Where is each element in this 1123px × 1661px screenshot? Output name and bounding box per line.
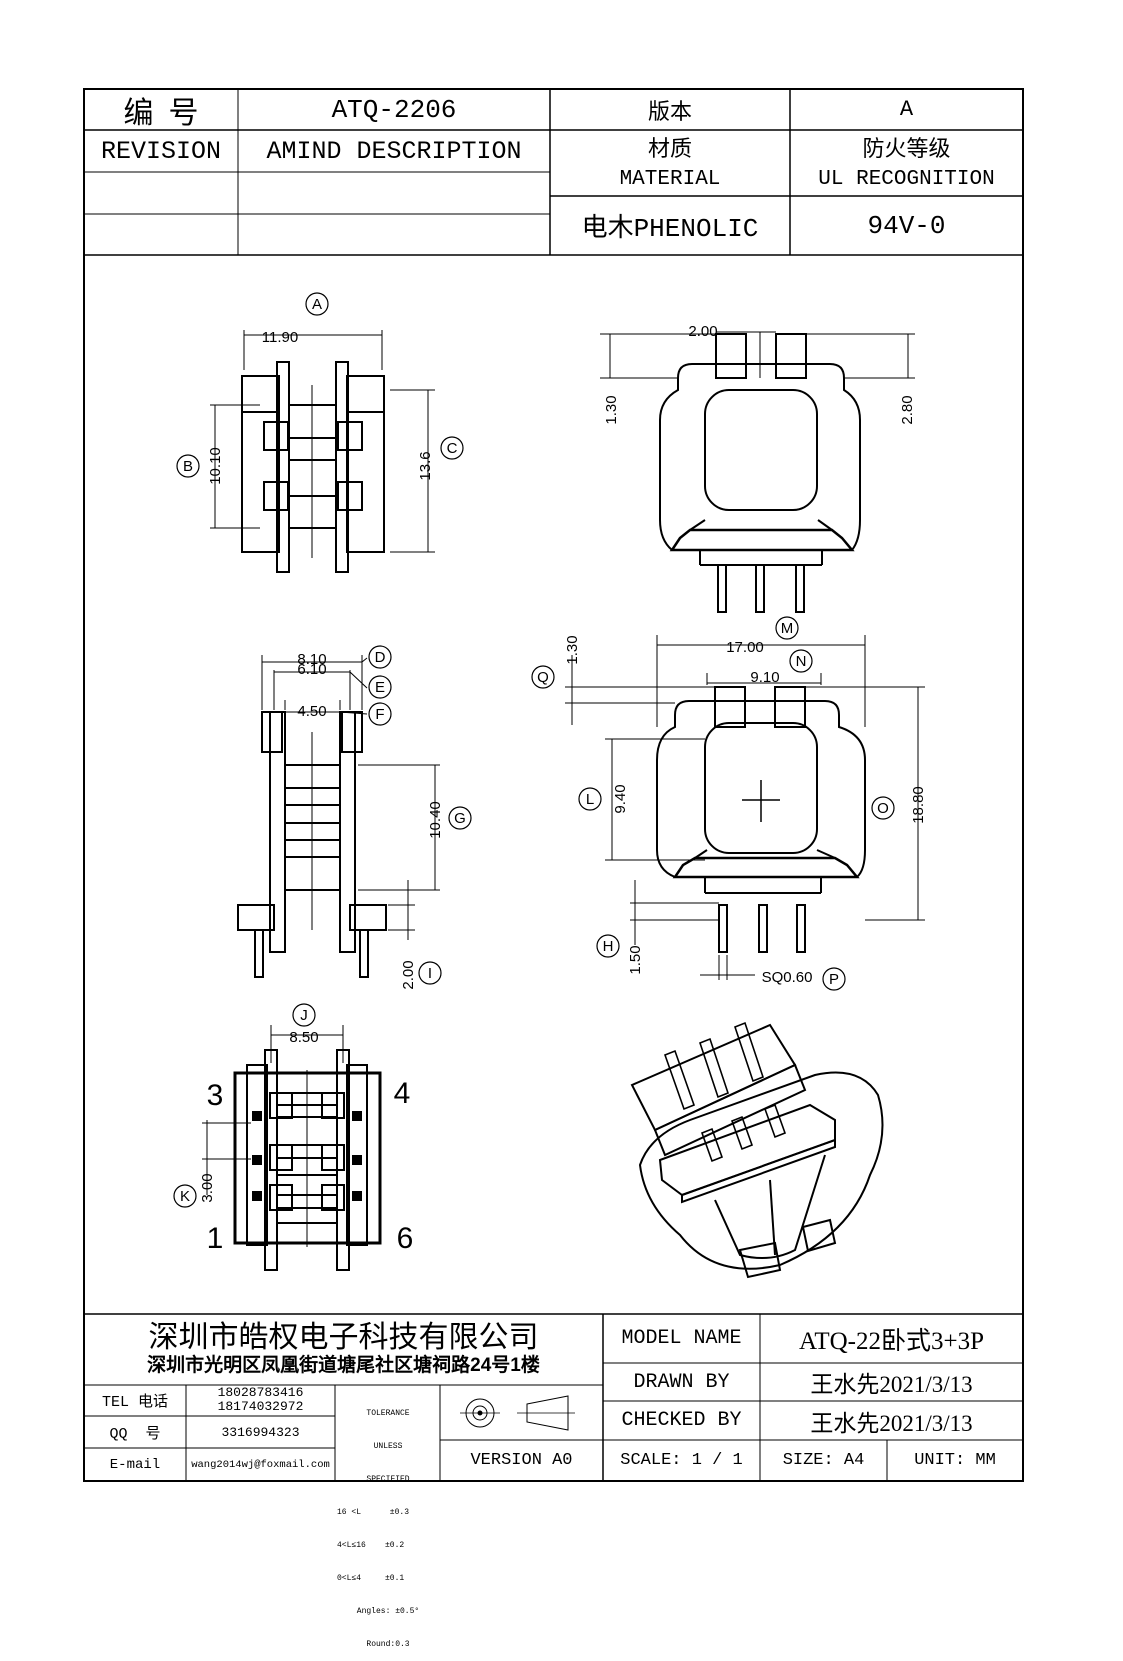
number-label: 编 号 bbox=[123, 96, 199, 130]
model-name-value: ATQ-22卧式3+3P bbox=[799, 1327, 984, 1355]
dim-top-right-height: 2.80 bbox=[899, 395, 916, 424]
tolerance-line-2: 4<L≤16 ±0.2 bbox=[337, 1541, 405, 1550]
tolerance-block: TOLERANCE UNLESS SPECIFIED 16 <L ±0.3 4<… bbox=[337, 1386, 439, 1649]
pin-3-label: 3 bbox=[207, 1079, 224, 1112]
company-name: 深圳市皓权电子科技有限公司 bbox=[148, 1321, 539, 1354]
part-number: ATQ-2206 bbox=[331, 94, 457, 125]
callout-L: L bbox=[586, 791, 594, 808]
callout-I: I bbox=[428, 965, 432, 982]
tolerance-angles: Angles: ±0.5° bbox=[356, 1607, 420, 1616]
drawn-by-label: DRAWN BY bbox=[633, 1370, 730, 1394]
dim-M-value: 17.00 bbox=[726, 639, 764, 656]
scale-label: SCALE: 1 / 1 bbox=[620, 1451, 743, 1470]
pin-6-label: 6 bbox=[397, 1222, 414, 1255]
material-label-en: MATERIAL bbox=[619, 167, 721, 191]
callout-B: B bbox=[183, 458, 193, 475]
dim-I-value: 2.00 bbox=[400, 960, 417, 989]
tolerance-line-3: 0<L≤4 ±0.1 bbox=[337, 1574, 405, 1583]
callout-Q: Q bbox=[537, 669, 549, 686]
ul-label-en: UL RECOGNITION bbox=[818, 167, 995, 191]
company-address: 深圳市光明区凤凰街道塘尾社区塘祠路24号1楼 bbox=[147, 1354, 540, 1376]
callout-A: A bbox=[312, 296, 322, 313]
qq-label: QQ 号 bbox=[109, 1425, 161, 1443]
unit-label: UNIT: MM bbox=[914, 1451, 996, 1470]
email-value: wang2014wj@foxmail.com bbox=[191, 1458, 330, 1471]
dim-top-width: 2.00 bbox=[688, 323, 717, 340]
revision-label: REVISION bbox=[100, 136, 222, 166]
callout-K: K bbox=[180, 1188, 190, 1205]
ul-label-cn: 防火等级 bbox=[862, 136, 951, 161]
dim-Q-value: 1.30 bbox=[564, 635, 581, 664]
model-name-label: MODEL NAME bbox=[621, 1327, 742, 1350]
dim-H-value: 1.50 bbox=[627, 945, 644, 974]
size-label: SIZE: A4 bbox=[782, 1451, 865, 1470]
checked-by-label: CHECKED BY bbox=[621, 1409, 742, 1432]
dim-F-value: 4.50 bbox=[297, 703, 326, 720]
amind-description-label: AMIND DESCRIPTION bbox=[266, 136, 522, 166]
tel-value-1: 18028783416 bbox=[217, 1385, 304, 1400]
callout-F: F bbox=[375, 706, 384, 723]
front-view-top: 2.00 1.30 2.80 bbox=[600, 323, 916, 613]
version-value: A bbox=[899, 97, 914, 122]
side-view: 11.90 10.10 13.6 A B C bbox=[176, 292, 464, 573]
checked-by-value: 王水先2021/3/13 bbox=[810, 1410, 973, 1436]
bottom-pin-view: 8.50 3.00 J K 3 4 1 6 bbox=[173, 1003, 414, 1271]
tolerance-round: Round:0.3 bbox=[366, 1640, 410, 1649]
callout-C: C bbox=[447, 440, 458, 457]
tolerance-unless: UNLESS bbox=[373, 1442, 403, 1451]
dim-D-value: 8.10 bbox=[297, 651, 326, 668]
dim-top-left-height: 1.30 bbox=[603, 395, 620, 424]
dim-L-value: 9.40 bbox=[612, 784, 629, 813]
version-label-footer: VERSION A0 bbox=[470, 1451, 573, 1470]
callout-M: M bbox=[781, 620, 794, 637]
ul-value: 94V-0 bbox=[867, 210, 946, 241]
dim-C-value: 13.6 bbox=[417, 451, 434, 480]
tolerance-title: TOLERANCE bbox=[366, 1409, 410, 1418]
dim-N-value: 9.10 bbox=[750, 669, 779, 686]
callout-H: H bbox=[603, 938, 614, 955]
pin-4-label: 4 bbox=[394, 1077, 411, 1110]
dim-J-value: 8.50 bbox=[289, 1029, 318, 1046]
tel-label: TEL 电话 bbox=[101, 1394, 168, 1411]
dim-G-value: 10.40 bbox=[427, 801, 444, 839]
tel-value-2: 18174032972 bbox=[217, 1399, 304, 1414]
front-view-main: 17.00 9.10 1.30 18.80 9.40 1.50 SQ0.60 M… bbox=[531, 616, 927, 991]
dim-O-value: 18.80 bbox=[910, 786, 927, 824]
material-label-cn: 材质 bbox=[647, 136, 692, 161]
middle-side-view: 8.10 6.10 4.50 10.40 2.00 D E F G I bbox=[237, 645, 472, 990]
email-label: E-mail bbox=[109, 1456, 161, 1473]
tel-values: 18028783416 18174032972 bbox=[186, 1386, 335, 1416]
dim-P-value: SQ0.60 bbox=[762, 969, 813, 986]
version-label: 版本 bbox=[647, 98, 692, 124]
dim-B-value: 10.10 bbox=[207, 447, 224, 485]
callout-N: N bbox=[796, 653, 807, 670]
tolerance-line-1: 16 <L ±0.3 bbox=[337, 1508, 410, 1517]
isometric-view bbox=[630, 1021, 884, 1279]
drawing-frame bbox=[83, 88, 1024, 1482]
callout-D: D bbox=[375, 649, 386, 666]
dim-A-value: 11.90 bbox=[262, 329, 298, 346]
pin-1-label: 1 bbox=[207, 1222, 224, 1255]
qq-value: 3316994323 bbox=[221, 1424, 300, 1440]
dim-E-value: 6.10 bbox=[297, 661, 326, 678]
callout-G: G bbox=[454, 810, 466, 827]
dim-K-value: 3.00 bbox=[199, 1173, 216, 1202]
drawn-by-value: 王水先2021/3/13 bbox=[810, 1372, 973, 1397]
material-value: 电木PHENOLIC bbox=[581, 214, 759, 244]
callout-P: P bbox=[829, 971, 839, 988]
tolerance-specified: SPECIFIED bbox=[366, 1475, 410, 1484]
callout-J: J bbox=[300, 1007, 308, 1024]
callout-O: O bbox=[877, 800, 889, 817]
callout-E: E bbox=[375, 679, 385, 696]
